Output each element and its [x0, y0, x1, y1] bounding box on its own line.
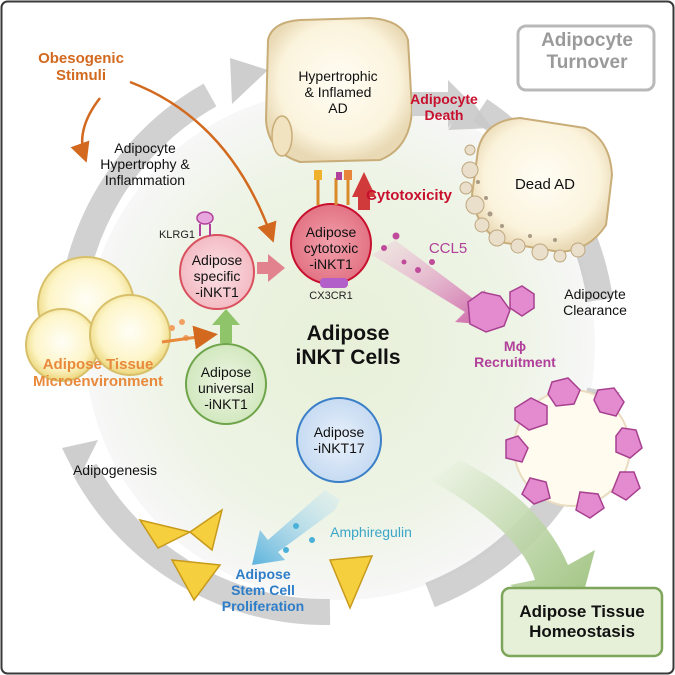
universal-to-specific-arrow: [212, 309, 240, 343]
dead-ad-label: Dead AD: [514, 176, 576, 193]
cytotoxicity-label: Cytotoxicity: [366, 187, 452, 204]
ccl5-dots: [381, 232, 435, 273]
cytotoxic-cell-line3: -iNKT1: [309, 256, 353, 273]
specific-cell-line3: -iNKT1: [195, 284, 239, 301]
obesogenic-arrows: [70, 80, 277, 243]
cytotoxic-cell-line1: Adipose: [305, 224, 357, 240]
ccl5-label: CCL5: [428, 240, 468, 257]
specific-cell-line2: specific: [193, 268, 241, 285]
hypertrophy-line3: Inflammation: [104, 172, 186, 189]
universal-cell-line2: universal: [197, 380, 255, 397]
turnover-title-line2: Turnover: [546, 51, 628, 73]
microenvironment-arrow: [161, 325, 218, 350]
microenvironment-line1: Adipose Tissue: [42, 356, 154, 373]
adipose-stem-cells: [138, 508, 374, 610]
stem-cell-line2: Stem Cell: [231, 582, 295, 599]
tissue-adipocytes: [25, 256, 171, 382]
inkt-cell-specific: [179, 211, 255, 310]
recruitment-label: Mϕ Recruitment: [465, 338, 565, 370]
inkt17-cell-line1: Adipose: [313, 424, 365, 440]
stem-cell-label: Adipose Stem Cell Proliferation: [200, 566, 326, 614]
clearance-label: Adipocyte Clearance: [545, 286, 645, 318]
inkt-cell-cytotoxic: [290, 170, 372, 288]
adipocyte-death-label: Adipocyte Death: [404, 91, 484, 123]
cx3cr1-label: CX3CR1: [309, 290, 353, 302]
turnover-title-line1: Adipocyte: [541, 30, 633, 51]
turnover-title: Adipocyte Turnover: [522, 30, 652, 74]
homeostasis-label: Adipose Tissue Homeostasis: [504, 602, 660, 641]
ccl5-flow: [372, 240, 490, 325]
hypertrophic-adipocyte: [264, 16, 414, 164]
hypertrophic-ad-line2: & Inflamed: [304, 84, 372, 101]
cytotoxicity-arrow: [352, 172, 376, 210]
amphiregulin-dots: [283, 523, 315, 553]
klrg1-label: KLRG1: [158, 229, 196, 241]
amphiregulin-label: Amphiregulin: [330, 524, 412, 540]
center-title-line1: Adipose: [306, 322, 390, 345]
hypertrophic-ad-line3: AD: [328, 100, 348, 117]
macrophages: [467, 285, 535, 333]
microenvironment-line2: Microenvironment: [32, 373, 164, 391]
inkt17-cell-label: Adipose -iNKT17: [300, 424, 378, 456]
stem-cell-line1: Adipose: [235, 566, 291, 582]
inkt17-cell-line2: -iNKT17: [313, 440, 365, 457]
cytotoxic-cell-line2: cytotoxic: [303, 240, 359, 257]
cytotoxic-cell-label: Adipose cytotoxic -iNKT1: [292, 224, 370, 272]
recruitment-line2: Recruitment: [474, 354, 556, 371]
hypertrophy-line1: Adipocyte: [114, 140, 176, 156]
center-title: Adipose iNKT Cells: [278, 322, 418, 370]
homeostasis-line1: Adipose Tissue: [519, 602, 645, 621]
adipocyte-death-line1: Adipocyte: [410, 91, 478, 107]
specific-cell-line1: Adipose: [191, 252, 243, 268]
universal-cell-line1: Adipose: [200, 364, 252, 380]
clearance-line2: Clearance: [563, 302, 627, 319]
obesogenic-line1: Obesogenic: [38, 50, 124, 67]
adipocyte-death-line2: Death: [424, 107, 464, 124]
universal-cell-label: Adipose universal -iNKT1: [188, 364, 264, 412]
dead-adipocyte: [459, 116, 614, 263]
hypertrophy-line2: Hypertrophy &: [100, 156, 190, 173]
adipogenesis-label: Adipogenesis: [72, 462, 158, 478]
universal-cell-line3: -iNKT1: [204, 396, 248, 413]
hypertrophic-ad-label: Hypertrophic & Inflamed AD: [276, 68, 400, 116]
homeostasis-box: [500, 586, 664, 658]
stem-cell-line3: Proliferation: [221, 598, 305, 615]
inkt-cell-universal: [185, 343, 267, 425]
homeostasis-arrow: [430, 460, 595, 625]
obesogenic-line2: Stimuli: [55, 67, 106, 85]
inkt-cell-17: [296, 397, 382, 483]
turnover-box: [516, 24, 656, 92]
recruitment-line1: Mϕ: [503, 338, 527, 354]
homeostasis-line2: Homeostasis: [529, 621, 635, 641]
clearance-line1: Adipocyte: [564, 286, 626, 302]
hypertrophic-ad-line1: Hypertrophic: [298, 68, 378, 84]
obesogenic-label: Obesogenic Stimuli: [16, 50, 146, 85]
specific-cell-label: Adipose specific -iNKT1: [180, 252, 254, 300]
specific-to-cytotoxic-arrow: [257, 254, 285, 282]
center-title-line2: iNKT Cells: [295, 346, 401, 370]
death-arrow: [412, 80, 472, 128]
hypertrophy-label: Adipocyte Hypertrophy & Inflammation: [80, 140, 210, 188]
microenvironment-label: Adipose Tissue Microenvironment: [20, 356, 176, 391]
crown-like-structure: [505, 377, 643, 519]
